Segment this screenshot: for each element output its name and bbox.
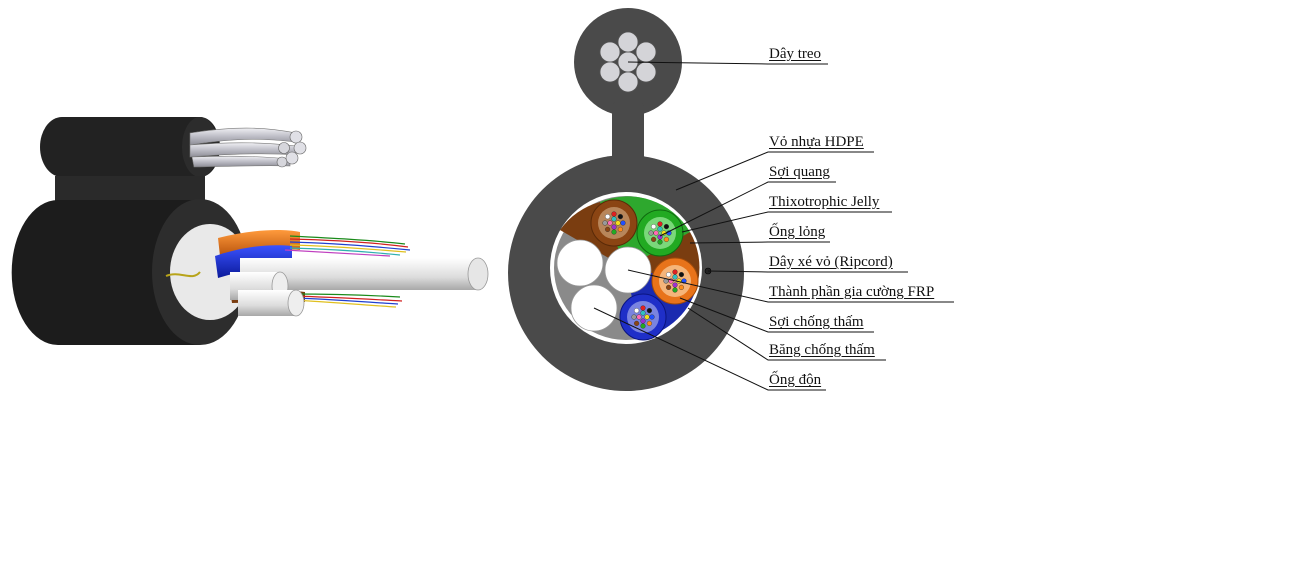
fiber-strand xyxy=(665,284,672,291)
fiber-strand xyxy=(620,220,626,226)
fiber-strand xyxy=(611,229,617,235)
fiber-strand xyxy=(604,214,611,220)
fiber-strand xyxy=(611,224,617,230)
fiber-strand xyxy=(678,272,685,278)
label-frp: Thành phần gia cường FRP xyxy=(769,284,935,300)
fiber-strand xyxy=(640,310,646,316)
loose-tube-brown xyxy=(590,199,638,247)
frp-rod-end xyxy=(467,257,489,291)
web-neck xyxy=(55,176,205,204)
fiber-strand xyxy=(604,226,611,233)
leader-ripcord xyxy=(707,270,908,273)
ripcord-thread xyxy=(165,271,201,278)
leader-messenger xyxy=(627,61,828,65)
label-optical-fiber: Sợi quang xyxy=(769,164,830,180)
messenger-wires xyxy=(599,31,657,93)
leader-jelly xyxy=(681,211,892,233)
fiber-strand xyxy=(650,236,657,243)
fiber-strand xyxy=(636,314,642,320)
web-section xyxy=(612,100,644,170)
filler-top-left xyxy=(556,239,604,287)
messenger-jacket xyxy=(40,117,220,177)
fiber-strand xyxy=(617,226,624,233)
fiber-strand xyxy=(672,269,678,275)
leader-fiber xyxy=(659,181,836,237)
fiber-strand xyxy=(617,214,624,220)
fiber-strand xyxy=(633,320,640,327)
fiber-strand xyxy=(657,226,663,232)
fiber-strand xyxy=(648,230,654,236)
leader-hdpe xyxy=(675,151,874,191)
frp-rod-3d xyxy=(240,258,478,290)
fiber-strand xyxy=(672,282,678,288)
cable-3d-view xyxy=(11,117,489,345)
fiber-strand xyxy=(653,230,659,236)
fiber-strand xyxy=(646,308,653,314)
fiber-strand xyxy=(640,318,646,324)
leader-yarn xyxy=(679,297,874,333)
fiber-strand xyxy=(672,287,678,293)
fiber-strand xyxy=(644,314,650,320)
label-loose-tube: Ống lỏng xyxy=(769,224,826,240)
leader-filler xyxy=(593,307,826,391)
loose-tube-green xyxy=(636,209,684,257)
label-ripcord: Dây xé vỏ (Ripcord) xyxy=(769,254,893,270)
filler-3d-b xyxy=(238,290,296,316)
label-water-blocking-yarn: Sợi chống thấm xyxy=(769,314,864,330)
fiber-strand xyxy=(607,220,613,226)
fiber-strand xyxy=(663,224,670,230)
fiber-strand xyxy=(631,314,637,320)
fiber-strand xyxy=(663,236,670,243)
leader-loose-tube xyxy=(689,241,830,244)
fiber-strand xyxy=(678,284,685,291)
label-hdpe-sheath: Vỏ nhựa HDPE xyxy=(769,134,864,150)
fiber-strand xyxy=(615,220,621,226)
messenger-strands xyxy=(189,127,307,168)
cable-jacket xyxy=(11,200,201,345)
loose-tube-orange-3d xyxy=(218,230,300,256)
leader-lines xyxy=(593,61,954,391)
fiber-strand xyxy=(665,272,672,278)
fiber-strand xyxy=(649,314,655,320)
fiber-strand xyxy=(640,323,646,329)
fiber-strand xyxy=(640,305,646,311)
fiber-strand xyxy=(611,216,617,222)
label-filler: Ống độn xyxy=(769,372,822,388)
leader-frp xyxy=(627,269,954,303)
fiber-strand xyxy=(657,221,663,227)
fiber-strand xyxy=(657,239,663,245)
loose-tube-blue xyxy=(619,293,667,341)
cable-cross-section xyxy=(508,8,744,391)
fiber-strand xyxy=(602,220,608,226)
fiber-strand xyxy=(646,320,653,327)
fiber-strand xyxy=(650,224,657,230)
fibers-in-tubes xyxy=(602,211,687,329)
fiber-strand xyxy=(672,274,678,280)
label-messenger: Dây treo xyxy=(769,46,822,62)
label-jelly: Thixotrophic Jelly xyxy=(769,194,880,210)
leader-tape xyxy=(687,307,886,361)
label-water-blocking-tape: Băng chống thấm xyxy=(769,342,875,358)
fiber-strand xyxy=(633,308,640,314)
fiber-strand xyxy=(611,211,617,217)
